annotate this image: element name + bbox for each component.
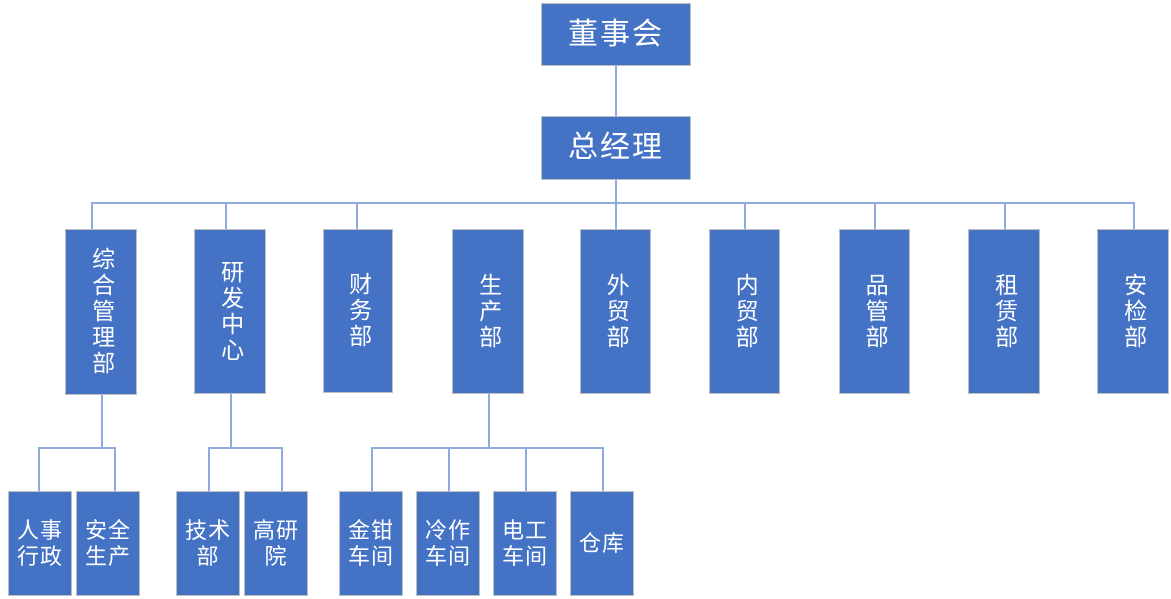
node-label: 品管部 [862,272,889,351]
node-label: 研发中心 [217,259,244,364]
node-department-anjian-bu[interactable]: 安检部 [1097,229,1169,394]
node-subunit-jinqian-chejian[interactable]: 金钳车间 [339,491,403,596]
connector-drop-dept-6 [744,202,746,230]
connector-zonghe-bus [38,447,116,449]
node-label: 综合管理部 [88,247,115,377]
connector-yanfa-bus [208,447,282,449]
node-subunit-lengzuo-chejian[interactable]: 冷作车间 [416,491,480,596]
node-department-zulin-bu[interactable]: 租赁部 [968,229,1040,394]
node-label: 技术部 [184,517,231,569]
connector-shengchan-child-4 [602,447,604,491]
connector-yanfa-child-1 [208,447,210,491]
connector-zonghe-stem [101,395,103,448]
connector-zonghe-child-1 [38,447,40,491]
node-subunit-gaoyan-yuan[interactable]: 高研院 [244,491,308,596]
connector-drop-dept-1 [91,202,93,230]
connector-drop-dept-2 [225,202,227,230]
node-label: 董事会 [568,17,664,51]
node-department-pinguan-bu[interactable]: 品管部 [839,229,910,394]
node-department-yanfa-zhongxin[interactable]: 研发中心 [194,229,266,394]
connector-yanfa-stem [230,394,232,448]
connector-department-bus [91,202,1134,204]
node-label: 生产部 [475,272,502,351]
connector-drop-dept-9 [1133,202,1135,230]
connector-zonghe-child-2 [114,447,116,491]
connector-drop-dept-5 [615,202,617,230]
node-label: 高研院 [252,517,299,569]
connector-board-to-gm [615,66,617,116]
node-department-neimao-bu[interactable]: 内贸部 [709,229,780,394]
connector-drop-dept-7 [874,202,876,230]
node-subunit-renshi-xingzheng[interactable]: 人事行政 [8,491,72,596]
node-board-of-directors[interactable]: 董事会 [541,3,691,66]
node-label: 冷作车间 [424,517,471,569]
node-label: 人事行政 [16,517,63,569]
node-label: 金钳车间 [347,517,394,569]
connector-shengchan-child-2 [448,447,450,491]
node-label: 安检部 [1120,272,1147,351]
node-subunit-cangku[interactable]: 仓库 [570,491,634,596]
connector-shengchan-child-3 [525,447,527,491]
node-subunit-anquan-shengchan[interactable]: 安全生产 [76,491,140,596]
node-label: 总经理 [568,131,664,165]
node-department-caiwu-bu[interactable]: 财务部 [323,229,393,393]
node-department-zonghe-guanli-bu[interactable]: 综合管理部 [65,229,137,395]
node-label: 电工车间 [501,517,548,569]
node-subunit-diangong-chejian[interactable]: 电工车间 [493,491,557,596]
node-label: 外贸部 [603,272,630,351]
connector-drop-dept-8 [1004,202,1006,230]
connector-yanfa-child-2 [281,447,283,491]
node-label: 仓库 [578,530,625,556]
node-department-shengchan-bu[interactable]: 生产部 [452,229,524,394]
connector-shengchan-stem [488,394,490,448]
node-department-waimao-bu[interactable]: 外贸部 [580,229,651,394]
node-label: 安全生产 [84,517,131,569]
node-label: 内贸部 [732,272,759,351]
connector-shengchan-child-1 [371,447,373,491]
connector-shengchan-bus [371,447,604,449]
connector-drop-dept-3 [356,202,358,230]
node-general-manager[interactable]: 总经理 [541,116,691,180]
node-label: 租赁部 [991,272,1018,351]
node-subunit-jishu-bu[interactable]: 技术部 [176,491,240,596]
node-label: 财务部 [345,272,372,350]
